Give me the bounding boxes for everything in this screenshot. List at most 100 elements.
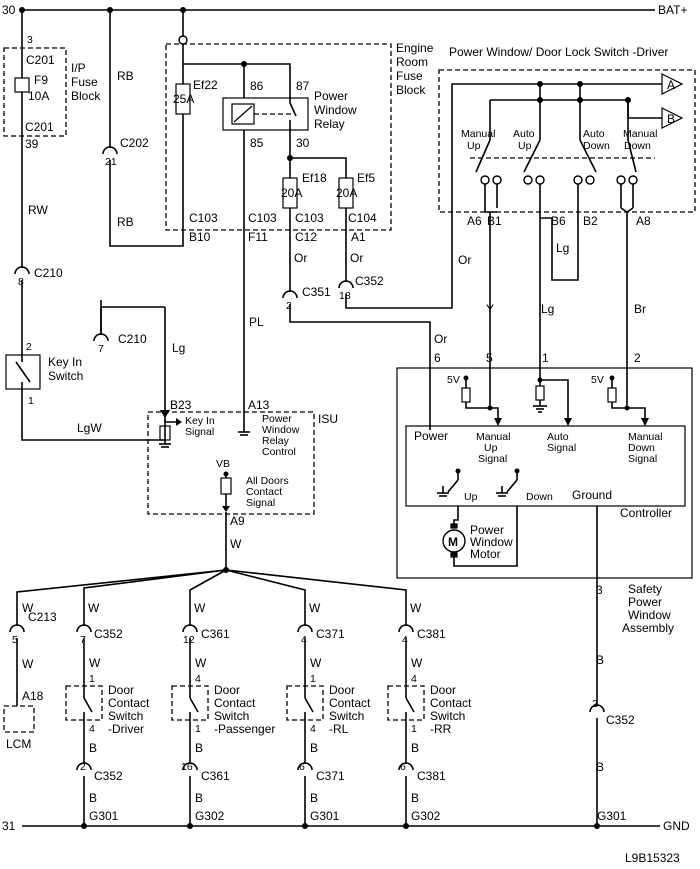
svg-text:W: W — [89, 656, 101, 670]
svg-text:Window: Window — [262, 424, 300, 436]
ip-fuse-block: 3 C201 F9 10A I/P Fuse Block C201 39 — [3, 7, 101, 151]
svg-text:Switch: Switch — [214, 709, 249, 723]
wire-label-lg: Lg — [172, 341, 185, 355]
svg-text:Up: Up — [518, 140, 532, 152]
svg-text:A6: A6 — [467, 214, 482, 228]
svg-text:87: 87 — [296, 79, 310, 93]
svg-text:VB: VB — [216, 458, 230, 470]
pin-f11: F11 — [248, 230, 268, 244]
svg-text:A13: A13 — [248, 398, 270, 412]
svg-text:C210: C210 — [118, 332, 147, 346]
svg-text:B: B — [195, 741, 203, 755]
wire-label-b-ctrl2: B — [596, 760, 604, 774]
wire-label-or2: Or — [350, 251, 363, 265]
svg-text:A9: A9 — [230, 514, 245, 528]
figure-id: L9B15323 — [625, 851, 680, 865]
svg-text:Switch: Switch — [48, 369, 83, 383]
svg-text:4: 4 — [310, 723, 316, 735]
lcm-module: A18 LCM — [3, 689, 44, 751]
engine-fuse-title-4: Block — [396, 83, 426, 97]
svg-text:Signal: Signal — [185, 426, 214, 438]
svg-text:Contact: Contact — [214, 696, 256, 710]
svg-text:I/P: I/P — [71, 61, 86, 75]
wire-label-w3: W — [194, 601, 206, 615]
svg-text:Key In: Key In — [185, 415, 215, 427]
safety-window-assembly: 6 5 1 2 Power Manual Up Signal Auto Sign… — [396, 351, 693, 579]
svg-text:B23: B23 — [170, 398, 192, 412]
svg-text:-Driver: -Driver — [108, 722, 144, 736]
svg-text:4: 4 — [195, 673, 201, 685]
svg-text:C352: C352 — [606, 713, 635, 727]
svg-text:Manual: Manual — [461, 128, 495, 140]
svg-text:2: 2 — [26, 341, 32, 353]
svg-text:2: 2 — [80, 761, 86, 773]
svg-text:Power: Power — [262, 413, 292, 425]
svg-text:6: 6 — [299, 761, 305, 773]
svg-text:25A: 25A — [173, 92, 194, 106]
safety-title-3: Window — [628, 608, 671, 622]
svg-text:16: 16 — [181, 761, 193, 773]
wire-label-lgw: LgW — [77, 421, 102, 435]
driver-window-switch: Power Window/ Door Lock Switch -Driver A… — [438, 45, 696, 228]
svg-text:Ef22: Ef22 — [193, 78, 218, 92]
svg-text:Auto: Auto — [513, 128, 535, 140]
svg-text:5V: 5V — [447, 374, 460, 386]
svg-text:10A: 10A — [28, 89, 49, 103]
svg-text:C202: C202 — [120, 136, 149, 150]
svg-text:Switch: Switch — [329, 709, 364, 723]
svg-text:Door: Door — [214, 683, 240, 697]
svg-text:G302: G302 — [195, 809, 225, 823]
fuse-ef5: Ef5 20A — [336, 171, 375, 209]
svg-text:Control: Control — [262, 446, 296, 458]
svg-text:A8: A8 — [636, 214, 651, 228]
svg-text:M: M — [448, 535, 458, 549]
svg-text:1: 1 — [542, 351, 549, 365]
svg-text:C361: C361 — [201, 627, 230, 641]
svg-text:5: 5 — [486, 351, 493, 365]
wire-label-pl: PL — [249, 315, 264, 329]
conn-c103-c: C103 — [295, 211, 324, 225]
svg-text:20A: 20A — [336, 186, 357, 200]
svg-text:C201: C201 — [25, 120, 54, 134]
svg-text:12: 12 — [183, 634, 195, 646]
engine-fuse-title-2: Room — [396, 55, 428, 69]
svg-text:21: 21 — [105, 156, 117, 168]
svg-text:Auto: Auto — [547, 431, 569, 443]
wire-label-br: Br — [634, 302, 646, 316]
svg-text:-Passenger: -Passenger — [214, 722, 275, 736]
svg-text:Contact: Contact — [430, 696, 472, 710]
svg-text:Down: Down — [583, 140, 610, 152]
svg-text:B: B — [310, 741, 318, 755]
svg-text:30: 30 — [296, 136, 310, 150]
wire-label-w1: W — [22, 601, 34, 615]
svg-text:5: 5 — [12, 634, 18, 646]
safety-title-2: Power — [628, 595, 662, 609]
svg-text:B: B — [411, 741, 419, 755]
svg-text:Up: Up — [467, 140, 481, 152]
svg-text:A18: A18 — [22, 689, 44, 703]
svg-text:C352: C352 — [94, 769, 123, 783]
wire-label-w-isu: W — [230, 537, 242, 551]
connector-c210-8: 8 C210 — [14, 266, 63, 288]
fuse-ef22: Ef22 25A — [173, 78, 218, 115]
svg-text:W: W — [195, 656, 207, 670]
svg-text:Power: Power — [314, 89, 348, 103]
svg-text:C352: C352 — [94, 627, 123, 641]
svg-text:C371: C371 — [316, 627, 345, 641]
svg-text:6: 6 — [400, 761, 406, 773]
svg-text:7: 7 — [80, 634, 86, 646]
svg-text:8: 8 — [18, 276, 24, 288]
svg-text:B: B — [89, 741, 97, 755]
svg-text:Power: Power — [414, 429, 448, 443]
svg-text:Relay: Relay — [262, 435, 290, 447]
safety-title-1: Safety — [628, 582, 662, 596]
door-branch-rl: 4 C371 W 1 4 B Door Contact Switch -RL 6… — [286, 624, 371, 829]
svg-text:B2: B2 — [583, 214, 598, 228]
conn-c103-b: C103 — [248, 211, 277, 225]
svg-text:Block: Block — [71, 89, 101, 103]
wire-label-or1: Or — [294, 251, 307, 265]
door-branch-driver: 7 C352 W 1 4 B Door Contact Switch -Driv… — [65, 624, 150, 829]
wire-label-lg2: Lg — [541, 302, 554, 316]
svg-text:B: B — [89, 791, 97, 805]
